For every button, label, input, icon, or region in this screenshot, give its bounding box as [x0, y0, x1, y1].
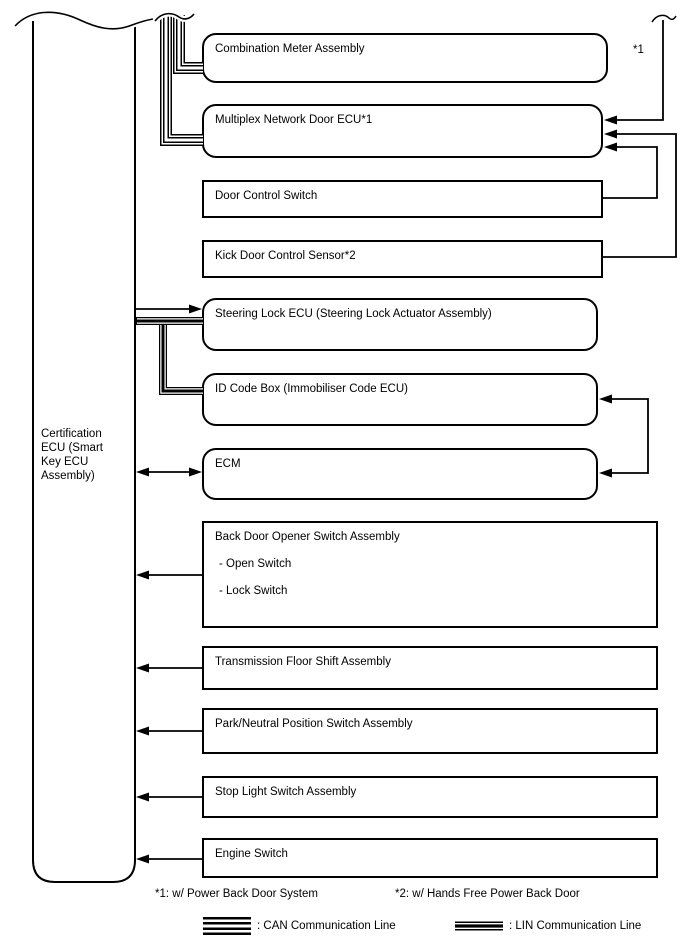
can-line-combination-meter — [173, 15, 203, 74]
box-label: Transmission Floor Shift Assembly — [215, 656, 391, 668]
box-label: Park/Neutral Position Switch Assembly — [215, 718, 413, 730]
box-kick-door-control-sensor: Kick Door Control Sensor*2 — [202, 240, 603, 278]
box-label: ECM — [215, 458, 241, 470]
box-subitem-lock-switch: - Lock Switch — [219, 585, 288, 597]
connector-kick-sensor-multiplex — [603, 129, 677, 258]
connector-door-switch-multiplex — [603, 142, 658, 199]
box-park-neutral-position-switch: Park/Neutral Position Switch Assembly — [202, 708, 658, 754]
arrow-transmission-floor-shift — [136, 663, 202, 673]
connector-star1-multiplex — [604, 20, 664, 125]
box-ecm: ECM — [202, 448, 598, 500]
arrow-back-door-opener — [136, 570, 202, 580]
box-label: Door Control Switch — [215, 190, 318, 202]
box-stop-light-switch: Stop Light Switch Assembly — [202, 776, 658, 818]
box-door-control-switch: Door Control Switch — [202, 180, 603, 218]
star1-break-wave — [649, 12, 679, 24]
can-trunk-break-wave — [152, 10, 197, 24]
box-label: Steering Lock ECU (Steering Lock Actuato… — [215, 308, 492, 320]
arrow-ecm-bidirectional — [136, 467, 202, 477]
box-label: Combination Meter Assembly — [215, 43, 365, 55]
box-steering-lock-ecu: Steering Lock ECU (Steering Lock Actuato… — [202, 298, 598, 351]
legend-can-label: : CAN Communication Line — [257, 920, 396, 932]
bus-label-certification-ecu: Certification ECU (Smart Key ECU Assembl… — [41, 428, 103, 482]
footnote-marker-star1: *1 — [633, 44, 644, 56]
arrow-steering-lock — [136, 304, 202, 314]
box-label: Engine Switch — [215, 848, 288, 860]
box-combination-meter: Combination Meter Assembly — [202, 33, 608, 83]
can-line-multiplex-door-ecu — [160, 15, 203, 146]
arrow-park-neutral — [136, 726, 202, 736]
box-label: Kick Door Control Sensor*2 — [215, 250, 356, 262]
footnote-hands-free-power-back-door: *2: w/ Hands Free Power Back Door — [395, 888, 580, 900]
arrow-engine-switch — [136, 854, 202, 864]
arrow-stop-light — [136, 792, 202, 802]
box-back-door-opener-switch: Back Door Opener Switch Assembly - Open … — [202, 521, 658, 628]
bus-break-wave — [12, 9, 154, 32]
box-multiplex-network-door-ecu: Multiplex Network Door ECU*1 — [202, 104, 603, 158]
box-label: Back Door Opener Switch Assembly — [215, 531, 400, 543]
box-transmission-floor-shift: Transmission Floor Shift Assembly — [202, 646, 658, 690]
box-label: Multiplex Network Door ECU*1 — [215, 114, 373, 126]
box-subitem-open-switch: - Open Switch — [219, 558, 292, 570]
footnote-power-back-door: *1: w/ Power Back Door System — [155, 888, 318, 900]
lin-line-id-code-box — [159, 321, 203, 395]
box-label: ID Code Box (Immobiliser Code ECU) — [215, 383, 409, 395]
legend-lin-label: : LIN Communication Line — [509, 920, 642, 932]
box-label: Stop Light Switch Assembly — [215, 786, 357, 798]
box-engine-switch: Engine Switch — [202, 838, 658, 878]
connector-id-code-ecm — [599, 394, 649, 478]
box-id-code-box: ID Code Box (Immobiliser Code ECU) — [202, 373, 598, 426]
